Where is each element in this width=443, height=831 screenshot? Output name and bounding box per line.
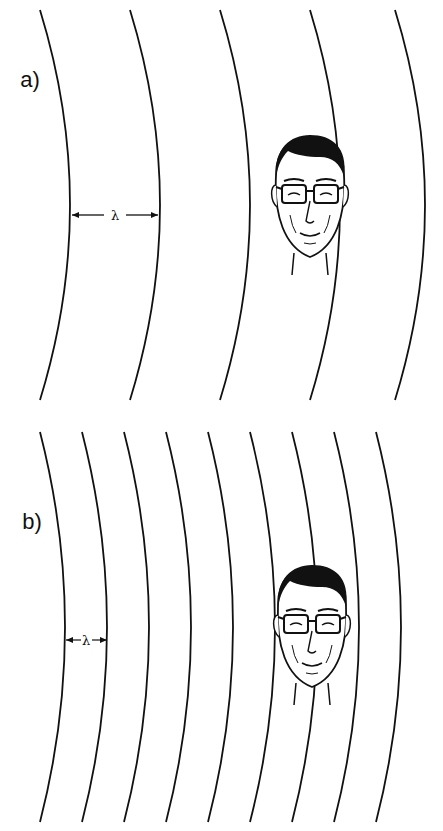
panel-letter: a) [20,69,40,91]
wavelength-symbol: λ [81,634,91,647]
wavelength-symbol: λ [110,209,120,222]
panel-letter: b) [22,511,42,533]
